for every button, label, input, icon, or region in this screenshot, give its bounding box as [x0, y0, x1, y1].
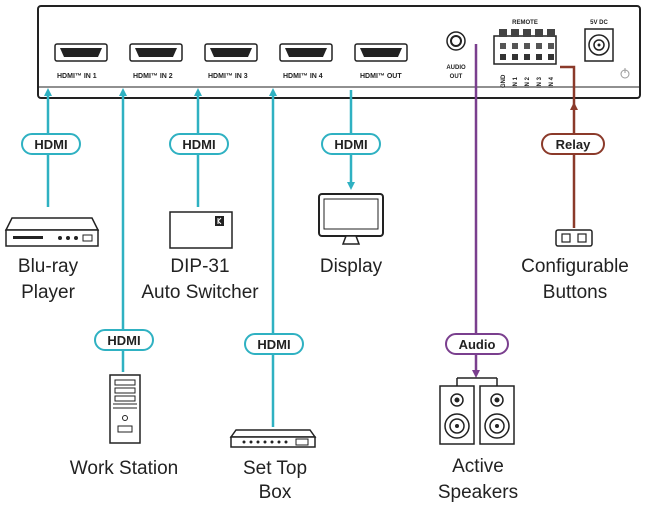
- line-buttons-to-remote: [560, 65, 576, 228]
- tag-hdmi-in1-text: HDMI: [34, 137, 67, 152]
- tag-hdmi-in4: HDMI: [244, 333, 304, 355]
- workstation-label: Work Station: [70, 458, 178, 479]
- audio-out-label-line1: AUDIO: [446, 65, 466, 71]
- hdmi-in-4-label: HDMI™ IN 4: [283, 73, 323, 80]
- hdmi-in-2-label: HDMI™ IN 2: [133, 73, 173, 80]
- power-label: 5V DC: [590, 20, 608, 26]
- tag-audio: Audio: [445, 333, 509, 355]
- active-speakers-icon: [439, 377, 515, 445]
- hdmi-out-label: HDMI™ OUT: [360, 73, 402, 80]
- power-connector: 5V DC: [584, 20, 630, 79]
- dip31-icon: [169, 211, 233, 249]
- tag-relay-text: Relay: [556, 137, 591, 152]
- settop-box-icon: [229, 429, 317, 448]
- remote-pin-in2: IN 2: [525, 76, 531, 88]
- remote-pin-in4: IN 4: [549, 76, 555, 88]
- hdmi-in-1-port: HDMI™ IN 1: [54, 43, 108, 80]
- configurable-buttons-icon: [555, 229, 593, 247]
- audio-out-label-line2: OUT: [450, 74, 463, 80]
- speakers-label-line1: Active: [452, 456, 504, 477]
- buttons-label-line1: Configurable: [521, 256, 629, 277]
- tag-relay: Relay: [541, 133, 605, 155]
- remote-pin-in3: IN 3: [537, 76, 543, 88]
- hdmi-in-4-port: HDMI™ IN 4: [279, 43, 333, 80]
- dip31-label-line2: Auto Switcher: [141, 282, 259, 303]
- remote-terminal-block: REMOTE GND IN 1 IN 2 IN 3 IN 4: [493, 20, 557, 88]
- audio-out-jack: AUDIO OUT: [446, 31, 466, 80]
- hdmi-in-3-label: HDMI™ IN 3: [208, 73, 248, 80]
- buttons-label-line2: Buttons: [543, 282, 607, 303]
- tag-hdmi-in4-text: HDMI: [257, 337, 290, 352]
- workstation-icon: [109, 374, 141, 444]
- bluray-label-line1: Blu-ray: [18, 256, 79, 277]
- display-label: Display: [320, 256, 383, 277]
- remote-pin-gnd: GND: [501, 74, 507, 88]
- bluray-label-line2: Player: [21, 282, 76, 303]
- tag-hdmi-out: HDMI: [321, 133, 381, 155]
- tag-hdmi-in2-text: HDMI: [107, 333, 140, 348]
- tag-hdmi-in3: HDMI: [169, 133, 229, 155]
- hdmi-in-3-port: HDMI™ IN 3: [204, 43, 258, 80]
- remote-label: REMOTE: [512, 20, 538, 26]
- settop-label-line2: Box: [259, 482, 292, 503]
- tag-hdmi-out-text: HDMI: [334, 137, 367, 152]
- tag-hdmi-in3-text: HDMI: [182, 137, 215, 152]
- tag-audio-text: Audio: [459, 337, 496, 352]
- dip31-label-line1: DIP-31: [170, 256, 229, 277]
- settop-label-line1: Set Top: [243, 458, 307, 479]
- tag-hdmi-in1: HDMI: [21, 133, 81, 155]
- bluray-player-icon: [4, 217, 100, 247]
- display-icon: [318, 193, 384, 245]
- hdmi-out-port: HDMI™ OUT: [354, 43, 408, 80]
- hdmi-in-2-port: HDMI™ IN 2: [129, 43, 183, 80]
- switcher-rear-panel: [37, 5, 641, 99]
- remote-pin-in1: IN 1: [513, 76, 519, 88]
- tag-hdmi-in2: HDMI: [94, 329, 154, 351]
- speakers-label-line2: Speakers: [438, 482, 518, 503]
- hdmi-in-1-label: HDMI™ IN 1: [57, 73, 97, 80]
